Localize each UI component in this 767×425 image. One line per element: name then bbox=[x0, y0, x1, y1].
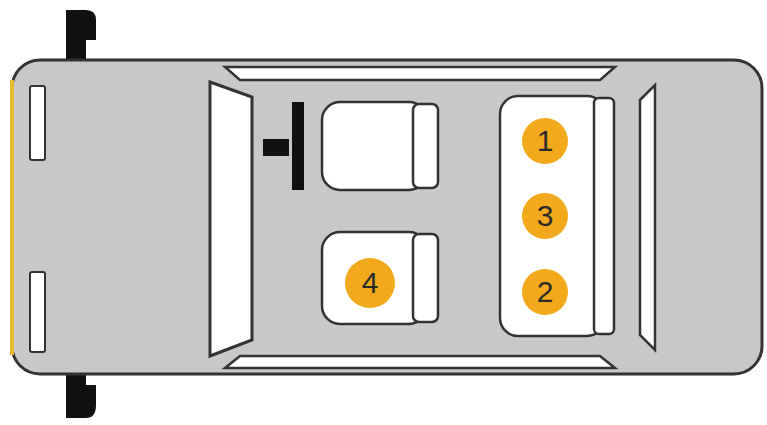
seat-number: 1 bbox=[537, 126, 554, 156]
seat-number-circle: 2 bbox=[522, 269, 568, 315]
side-window bbox=[225, 67, 615, 80]
headlight bbox=[30, 272, 45, 352]
headlight bbox=[30, 86, 45, 160]
driver-seat bbox=[322, 102, 427, 190]
passenger-seat bbox=[322, 232, 427, 324]
side-window bbox=[225, 356, 615, 368]
seat-back bbox=[413, 234, 438, 322]
mirror bbox=[66, 10, 96, 62]
seat-back bbox=[413, 104, 438, 188]
seat-number-circle: 3 bbox=[522, 193, 568, 239]
seat-number-circle: 1 bbox=[522, 118, 568, 164]
steering-wheel bbox=[292, 102, 304, 190]
seat-number: 3 bbox=[537, 201, 554, 231]
car-body bbox=[12, 60, 762, 374]
seat-number: 4 bbox=[362, 268, 379, 298]
bumper-edge bbox=[10, 80, 14, 355]
seat-back bbox=[594, 98, 614, 334]
rear-bench bbox=[500, 96, 605, 336]
seat-number: 2 bbox=[537, 277, 554, 307]
rear-window bbox=[640, 85, 655, 350]
windshield bbox=[210, 82, 252, 356]
seat-number-circle: 4 bbox=[345, 258, 395, 308]
steering-column bbox=[263, 139, 289, 156]
mirror bbox=[66, 372, 96, 418]
